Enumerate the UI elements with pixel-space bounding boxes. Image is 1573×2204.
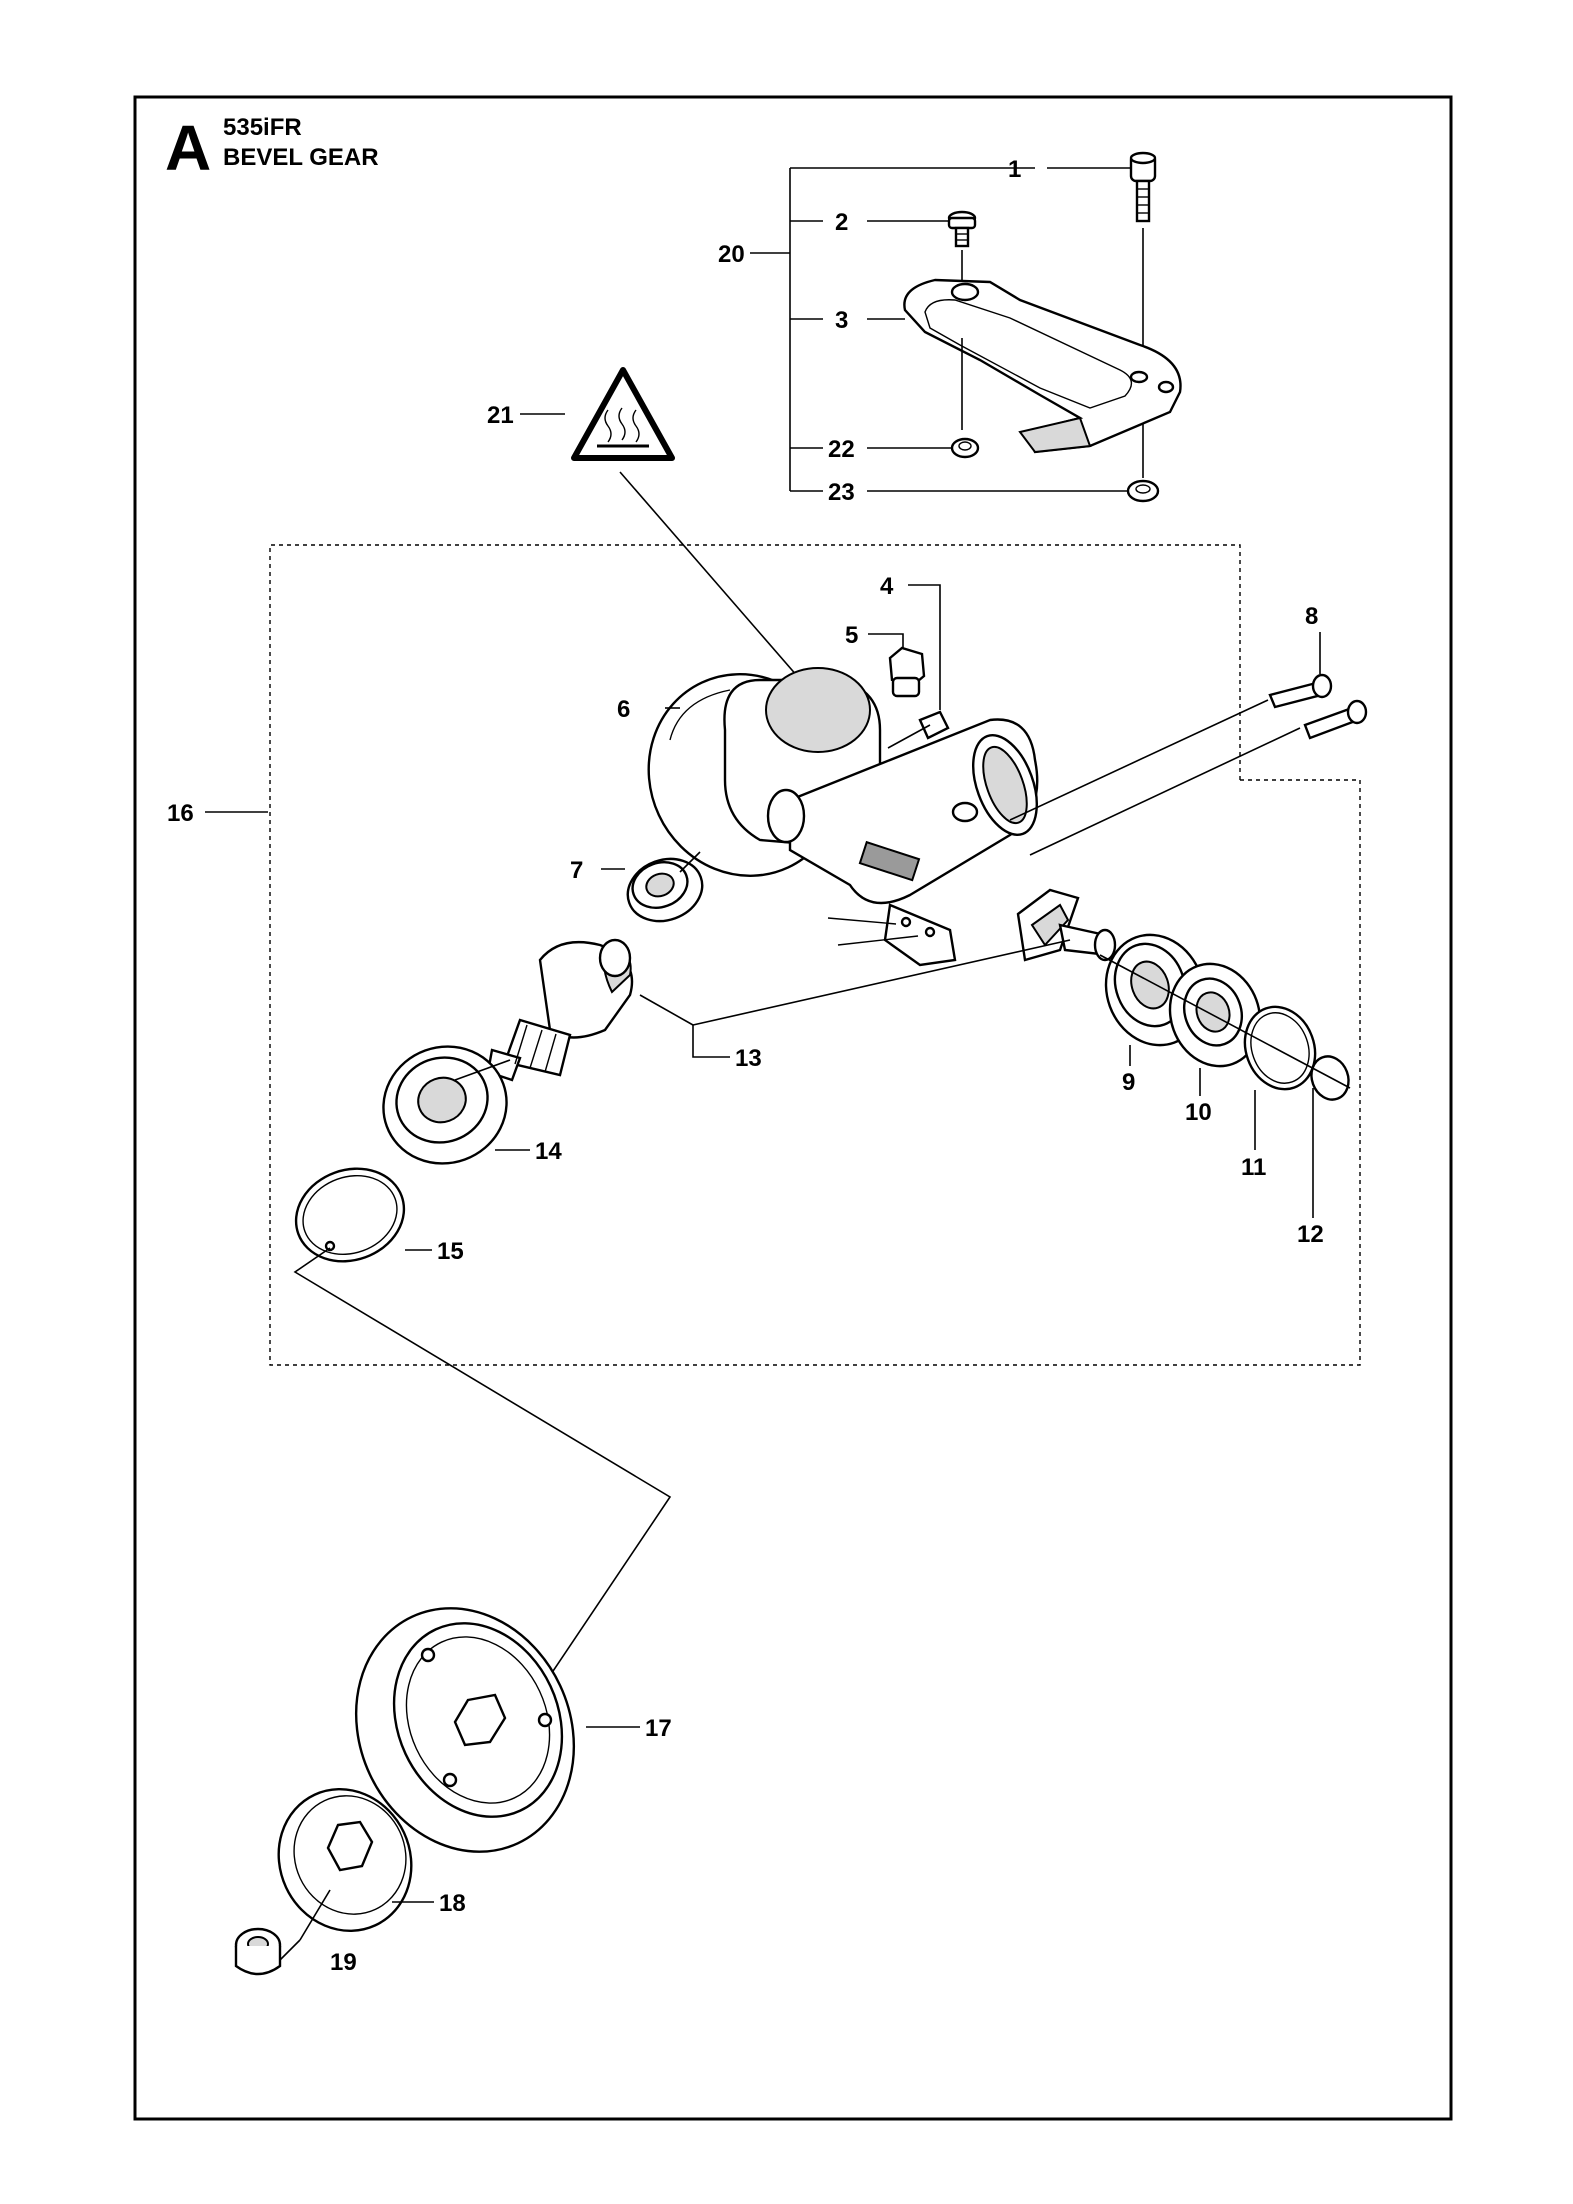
part-18-thrust-washer bbox=[277, 1787, 413, 1933]
model-number: 535iFR bbox=[223, 114, 302, 141]
callout-4: 4 bbox=[880, 573, 894, 600]
callout-3: 3 bbox=[835, 307, 848, 334]
callout-7: 7 bbox=[570, 857, 583, 884]
part-15-circlip bbox=[294, 1167, 406, 1263]
callout-22: 22 bbox=[828, 436, 855, 463]
callout-8: 8 bbox=[1305, 603, 1318, 630]
part-8-screws bbox=[1268, 673, 1368, 740]
callout-14: 14 bbox=[535, 1138, 562, 1165]
callout-10: 10 bbox=[1185, 1099, 1212, 1126]
callout-6: 6 bbox=[617, 696, 630, 723]
part-5-plug bbox=[888, 646, 926, 698]
part-6-gear-housing bbox=[647, 667, 1039, 967]
callout-11: 11 bbox=[1241, 1154, 1266, 1181]
callout-20: 20 bbox=[718, 241, 745, 268]
part-17-flange bbox=[354, 1607, 576, 1853]
part-11-circlip bbox=[1243, 1005, 1317, 1091]
diagram-title: BEVEL GEAR bbox=[223, 144, 379, 171]
cover-assembly-group bbox=[750, 151, 1182, 503]
callout-16: 16 bbox=[167, 800, 194, 827]
callout-18: 18 bbox=[439, 1890, 466, 1917]
part-10-bearing bbox=[1168, 962, 1262, 1068]
part-4-key bbox=[918, 710, 950, 740]
hot-surface-warning-icon bbox=[571, 367, 675, 461]
callout-15: 15 bbox=[437, 1238, 464, 1265]
page-frame bbox=[133, 95, 1453, 2121]
callout-13: 13 bbox=[735, 1045, 762, 1072]
part-1-screw bbox=[1129, 151, 1157, 223]
part-22-nut bbox=[950, 437, 980, 459]
part-14-bearing bbox=[382, 1045, 508, 1165]
callout-23: 23 bbox=[828, 479, 855, 506]
callout-19: 19 bbox=[330, 1949, 357, 1976]
part-13-bevel-gear bbox=[1016, 888, 1117, 962]
callout-2: 2 bbox=[835, 209, 848, 236]
part-19-nut bbox=[234, 1927, 282, 1976]
part-23-washer bbox=[1126, 479, 1160, 503]
callout-1: 1 bbox=[1008, 156, 1021, 183]
callout-12: 12 bbox=[1297, 1221, 1324, 1248]
part-9-bearing bbox=[1104, 933, 1206, 1047]
callout-9: 9 bbox=[1122, 1069, 1135, 1096]
assembly-16-boundary bbox=[269, 544, 1361, 1366]
part-3-cover bbox=[903, 278, 1182, 454]
part-13-pinion-gear bbox=[486, 938, 634, 1082]
part-2-screw bbox=[947, 210, 977, 248]
callout-17: 17 bbox=[645, 1715, 672, 1742]
section-letter: A bbox=[165, 112, 211, 184]
callout-21: 21 bbox=[487, 402, 514, 429]
callout-5: 5 bbox=[845, 622, 858, 649]
part-7-bearing bbox=[626, 857, 704, 923]
